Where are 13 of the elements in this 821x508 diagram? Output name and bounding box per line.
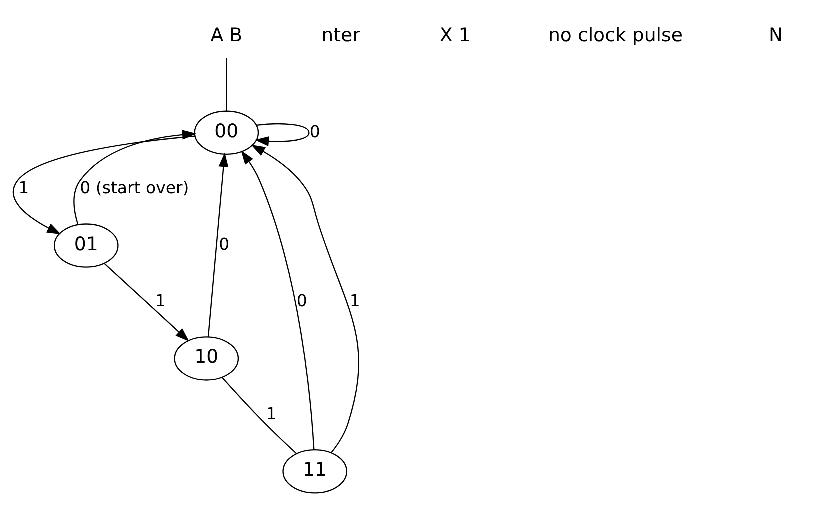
edge-label: 0 (start over): [80, 178, 190, 198]
edge-label: 1: [266, 404, 277, 424]
label: nter: [322, 24, 360, 46]
label: X 1: [440, 24, 471, 46]
edge-label: 0: [296, 291, 308, 310]
edge-label: 1: [350, 291, 360, 310]
edge-label: 1: [155, 291, 166, 310]
edge-label: 1: [18, 178, 30, 198]
label: no clock pulse: [548, 24, 683, 46]
edge-label: 0: [219, 234, 230, 254]
label: N: [769, 24, 784, 46]
node-text: A B: [210, 24, 243, 46]
edge-label: 0: [310, 122, 320, 141]
